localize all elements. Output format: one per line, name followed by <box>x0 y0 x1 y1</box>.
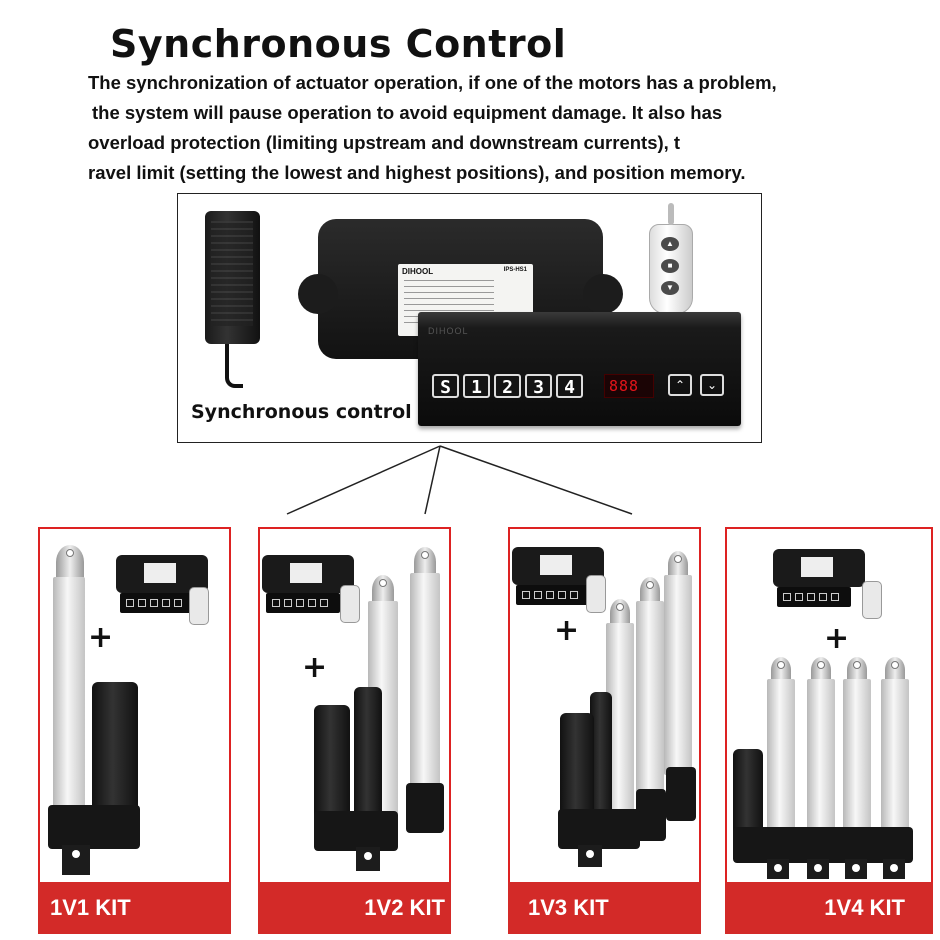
key-s: S <box>432 374 459 398</box>
kit-label: 1V4 KIT <box>725 882 933 934</box>
synchronous-control-figure: DIHOOL IPS-HS1 ▲ ■ ▼ DIHOOL S 1 2 3 4 88… <box>177 193 762 443</box>
down-triangle-icon: ▼ <box>661 281 679 295</box>
led-display: 888 <box>604 374 654 398</box>
key-4: 4 <box>556 374 583 398</box>
description-line: overload protection (limiting upstream a… <box>88 132 681 153</box>
kit-label: 1V1 KIT <box>38 882 231 934</box>
page-title: Synchronous Control <box>110 22 567 66</box>
kit-label: 1V3 KIT <box>508 882 701 934</box>
kit-1v2: + 1V2 KIT <box>258 527 451 940</box>
key-2: 2 <box>494 374 521 398</box>
kit-1v1: + 1V1 KIT <box>38 527 231 940</box>
plus-sign: + <box>302 650 328 685</box>
down-arrow-icon: ⌄ <box>700 374 724 396</box>
up-triangle-icon: ▲ <box>661 237 679 251</box>
brand-text: DIHOOL <box>402 267 434 276</box>
hub-label: Synchronous control <box>191 401 412 423</box>
led-digits: 888 <box>609 377 640 395</box>
plus-sign: + <box>88 620 114 655</box>
model-text: IPS-HS1 <box>503 267 527 273</box>
power-cord <box>225 344 243 388</box>
key-3: 3 <box>525 374 552 398</box>
key-1: 1 <box>463 374 490 398</box>
description-line: The synchronization of actuator operatio… <box>88 72 777 93</box>
plus-sign: + <box>824 621 850 656</box>
power-adapter <box>205 211 260 344</box>
plus-sign: + <box>554 613 580 648</box>
stop-square-icon: ■ <box>661 259 679 273</box>
panel-brand: DIHOOL <box>428 326 469 336</box>
handset-panel: DIHOOL S 1 2 3 4 888 ⌃ ⌄ <box>418 312 741 426</box>
kit-1v4: + 1V4 KIT <box>725 527 933 940</box>
remote-control: ▲ ■ ▼ <box>649 203 693 314</box>
description-line: ravel limit (setting the lowest and high… <box>88 162 746 183</box>
kit-1v3: + 1V3 KIT <box>508 527 701 940</box>
description-line: the system will pause operation to avoid… <box>92 102 723 123</box>
up-arrow-icon: ⌃ <box>668 374 692 396</box>
kit-label: 1V2 KIT <box>258 882 451 934</box>
description: The synchronization of actuator operatio… <box>88 68 777 188</box>
